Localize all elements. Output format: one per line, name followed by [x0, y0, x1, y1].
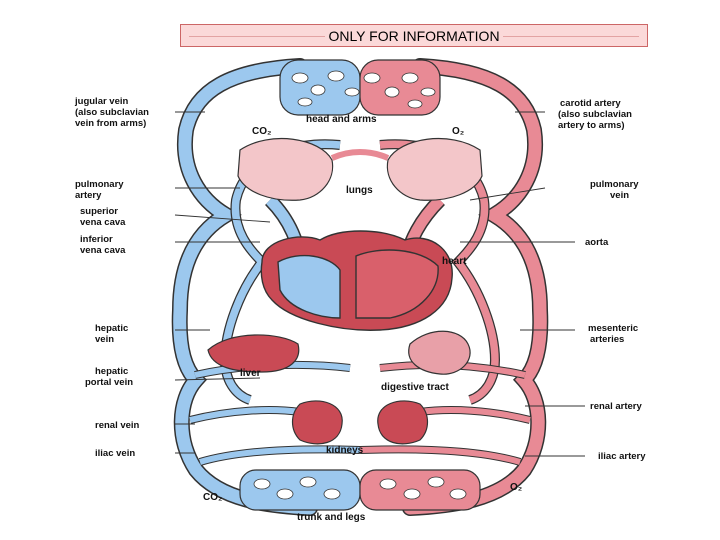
label-inferior-vena-cava-2: vena cava	[80, 245, 126, 256]
label-pulmonary-vein-2: vein	[610, 190, 629, 201]
heart-organ	[260, 230, 453, 331]
label-carotid-artery-3: artery to arms)	[558, 120, 625, 131]
label-trunk-and-legs: trunk and legs	[297, 512, 366, 523]
label-iliac-artery: iliac artery	[598, 451, 646, 462]
label-hepatic-vein-1: hepatic	[95, 323, 128, 334]
label-digestive-tract: digestive tract	[381, 382, 449, 393]
kidneys-organ	[291, 400, 429, 445]
capillary-net	[253, 70, 467, 500]
label-pulmonary-artery-1: pulmonary	[75, 179, 124, 190]
organ-labels: head and arms CO₂ O₂ lungs heart liver d…	[203, 114, 522, 523]
label-carotid-artery-1: carotid artery	[560, 98, 621, 109]
arterial-system	[359, 58, 549, 516]
label-pulmonary-vein-1: pulmonary	[590, 179, 639, 190]
right-labels: carotid artery (also subclavian artery t…	[558, 98, 646, 462]
label-co2-top: CO₂	[252, 126, 271, 137]
label-mesenteric-arteries-1: mesenteric	[588, 323, 638, 334]
label-jugular-vein-3: vein from arms)	[75, 118, 146, 129]
label-hepatic-portal-vein-1: hepatic	[95, 366, 128, 377]
label-carotid-artery-2: (also subclavian	[558, 109, 632, 120]
label-renal-artery: renal artery	[590, 401, 642, 412]
label-pulmonary-artery-2: artery	[75, 190, 102, 201]
label-lungs: lungs	[346, 185, 373, 196]
left-labels: jugular vein (also subclavian vein from …	[74, 96, 149, 459]
label-jugular-vein-2: (also subclavian	[75, 107, 149, 118]
label-aorta: aorta	[585, 237, 609, 248]
label-co2-bottom: CO₂	[203, 492, 222, 503]
lungs-organ	[237, 138, 483, 201]
label-superior-vena-cava-1: superior	[80, 206, 118, 217]
label-liver: liver	[240, 368, 261, 379]
label-heart: heart	[442, 256, 467, 267]
label-iliac-vein: iliac vein	[95, 448, 135, 459]
label-inferior-vena-cava-1: inferior	[80, 234, 113, 245]
label-hepatic-vein-2: vein	[95, 334, 114, 345]
liver-organ	[207, 334, 300, 373]
label-jugular-vein-1: jugular vein	[74, 96, 129, 107]
leader-lines	[174, 111, 585, 457]
label-kidneys: kidneys	[326, 445, 364, 456]
banner-text: ONLY FOR INFORMATION	[325, 27, 503, 44]
label-superior-vena-cava-2: vena cava	[80, 217, 126, 228]
digestive-tract-organ	[408, 330, 471, 375]
label-head-and-arms: head and arms	[306, 114, 377, 125]
label-o2-top: O₂	[452, 126, 464, 137]
label-o2-bottom: O₂	[510, 482, 522, 493]
label-mesenteric-arteries-2: arteries	[590, 334, 624, 345]
label-renal-vein: renal vein	[95, 420, 140, 431]
info-banner: ONLY FOR INFORMATION	[180, 24, 648, 47]
label-hepatic-portal-vein-2: portal vein	[85, 377, 133, 388]
